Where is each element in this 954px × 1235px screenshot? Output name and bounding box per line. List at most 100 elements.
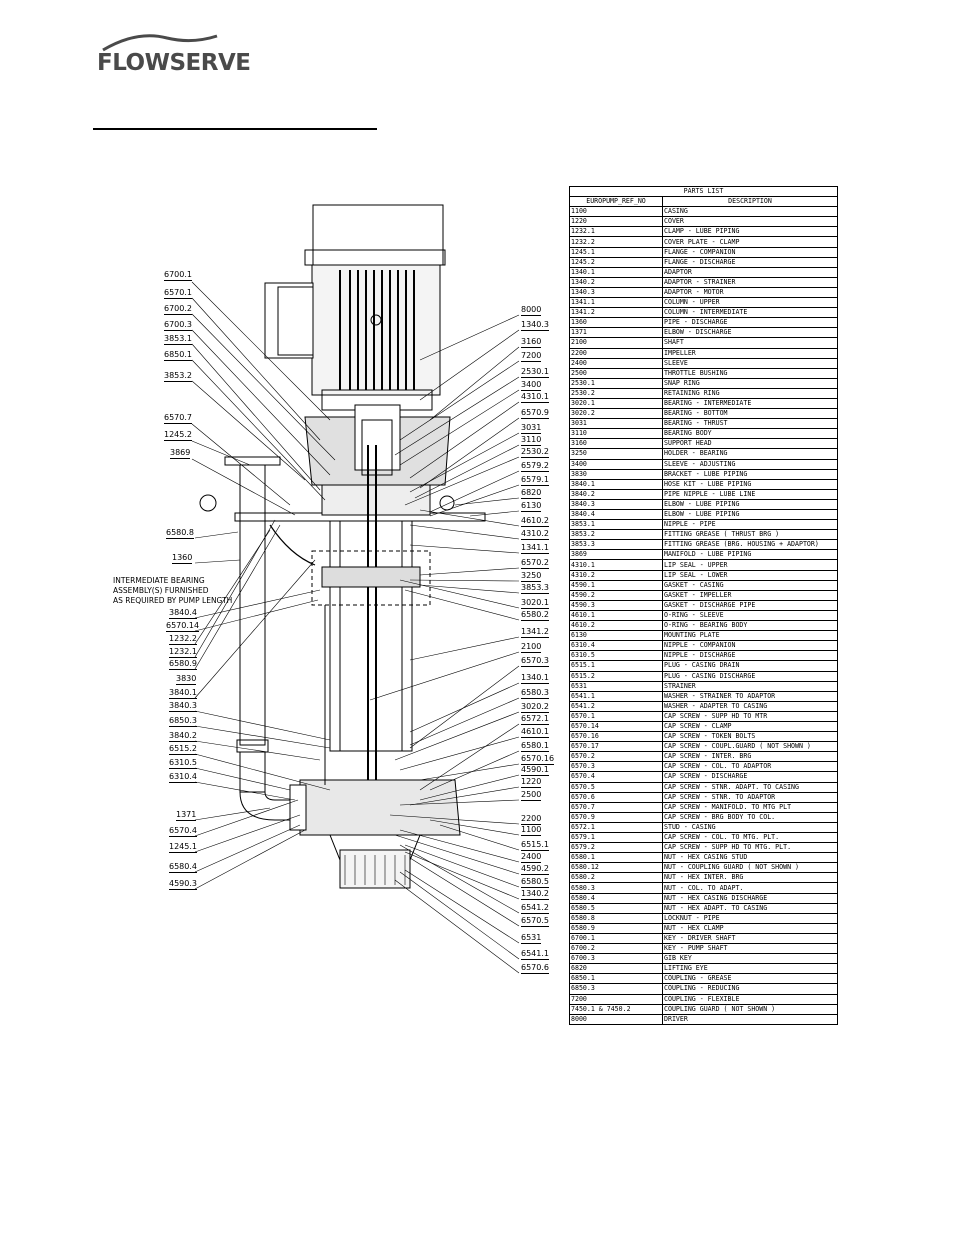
part-description: SHAFT bbox=[662, 337, 838, 349]
part-ref-no: 4590.2 bbox=[569, 589, 663, 601]
callout-1245-2: 1245.2 bbox=[164, 430, 192, 441]
part-description: LIP SEAL - UPPER bbox=[662, 559, 838, 571]
part-ref-no: 8000 bbox=[569, 1013, 663, 1025]
callout-6570-4: 6570.4 bbox=[169, 826, 197, 837]
part-description: CLAMP - LUBE PIPING bbox=[662, 226, 838, 238]
callout-4590-2: 4590.2 bbox=[521, 864, 549, 875]
part-ref-no: 6570.9 bbox=[569, 811, 663, 823]
part-description: SNAP RING bbox=[662, 377, 838, 389]
callout-4590-3: 4590.3 bbox=[169, 879, 197, 890]
callout-6515-1: 6515.1 bbox=[521, 840, 549, 851]
part-description: WASHER - STRAINER TO ADAPTOR bbox=[662, 690, 838, 702]
part-ref-no: 7450.1 & 7450.2 bbox=[569, 1003, 663, 1015]
flowserve-swoosh-icon bbox=[102, 34, 218, 52]
callout-6310-5: 6310.5 bbox=[169, 758, 197, 769]
part-description: CAP SCREW - INTER. BRG bbox=[662, 751, 838, 763]
part-ref-no: 4610.1 bbox=[569, 609, 663, 622]
part-description: NUT - HEX INTER. BRG bbox=[662, 872, 838, 884]
part-description: WASHER - ADAPTER TO CASING bbox=[662, 700, 838, 712]
callout-6515-2: 6515.2 bbox=[169, 744, 197, 755]
callout-3869: 3869 bbox=[170, 448, 191, 459]
part-ref-no: 6541.2 bbox=[569, 700, 663, 712]
callout-3020-1: 3020.1 bbox=[521, 598, 549, 609]
callout-1232-2: 1232.2 bbox=[169, 634, 197, 645]
part-description: BRACKET - LUBE PIPING bbox=[662, 468, 838, 480]
callout-3840-2: 3840.2 bbox=[169, 731, 197, 742]
part-ref-no: 6580.12 bbox=[569, 862, 663, 874]
callout-6850-3: 6850.3 bbox=[169, 716, 197, 727]
callout-6130: 6130 bbox=[521, 501, 542, 512]
part-description: ADAPTOR bbox=[662, 266, 838, 278]
callout-6570-9: 6570.9 bbox=[521, 408, 549, 419]
parts-list-title: PARTS LIST bbox=[569, 185, 838, 198]
callout-1341-2: 1341.2 bbox=[521, 627, 549, 638]
callout-6570-3: 6570.3 bbox=[521, 656, 549, 667]
callout-2530-2: 2530.2 bbox=[521, 447, 549, 458]
part-description: PLUG - CASING DRAIN bbox=[662, 660, 838, 672]
part-ref-no: 6570.1 bbox=[569, 710, 663, 722]
part-ref-no: 6541.1 bbox=[569, 690, 663, 702]
part-description: NUT - HEX CASING STUD bbox=[662, 852, 838, 864]
parts-list-table: PARTS LIST EUROPUMP_REF_NO DESCRIPTION 1… bbox=[569, 185, 838, 1025]
part-description: NUT - COL. TO ADAPT. bbox=[662, 882, 838, 894]
part-ref-no: 6531 bbox=[569, 680, 663, 692]
part-description: NUT - HEX ADAPT. TO CASING bbox=[662, 902, 838, 914]
part-ref-no: 1245.2 bbox=[569, 256, 663, 268]
pump-casing bbox=[289, 779, 461, 889]
part-ref-no: 3400 bbox=[569, 458, 663, 470]
part-ref-no: 6310.5 bbox=[569, 650, 663, 662]
part-ref-no: 6700.1 bbox=[569, 932, 663, 945]
callout-6580-3: 6580.3 bbox=[521, 688, 549, 699]
part-ref-no: 1245.1 bbox=[569, 246, 663, 258]
callout-6580-1: 6580.1 bbox=[521, 741, 549, 752]
part-description: KEY - DRIVER SHAFT bbox=[662, 932, 838, 945]
part-description: PLUG - CASING DISCHARGE bbox=[662, 670, 838, 682]
part-description: SLEEVE bbox=[662, 357, 838, 369]
part-description: HOSE KIT - LUBE PIPING bbox=[662, 478, 838, 490]
part-description: COVER PLATE - CLAMP bbox=[662, 236, 838, 248]
part-ref-no: 3031 bbox=[569, 418, 663, 430]
part-description: CAP SCREW - TOKEN BOLTS bbox=[662, 731, 838, 743]
part-description: PIPE - DISCHARGE bbox=[662, 317, 838, 329]
callout-1220: 1220 bbox=[521, 777, 542, 788]
callout-1100: 1100 bbox=[521, 825, 542, 836]
part-ref-no: 6515.1 bbox=[569, 660, 663, 672]
part-description: NIPPLE - PIPE bbox=[662, 519, 838, 531]
part-ref-no: 1232.1 bbox=[569, 226, 663, 238]
part-description: NIPPLE - DISCHARGE bbox=[662, 650, 838, 662]
callout-4310-1: 4310.1 bbox=[521, 392, 549, 403]
part-ref-no: 1340.2 bbox=[569, 276, 663, 288]
part-ref-no: 3840.3 bbox=[569, 498, 663, 511]
column bbox=[329, 445, 413, 815]
callout-1341-1: 1341.1 bbox=[521, 543, 549, 554]
part-ref-no: 3853.1 bbox=[569, 519, 663, 531]
part-ref-no: 6700.3 bbox=[569, 953, 663, 965]
part-ref-no: 2530.2 bbox=[569, 387, 663, 399]
